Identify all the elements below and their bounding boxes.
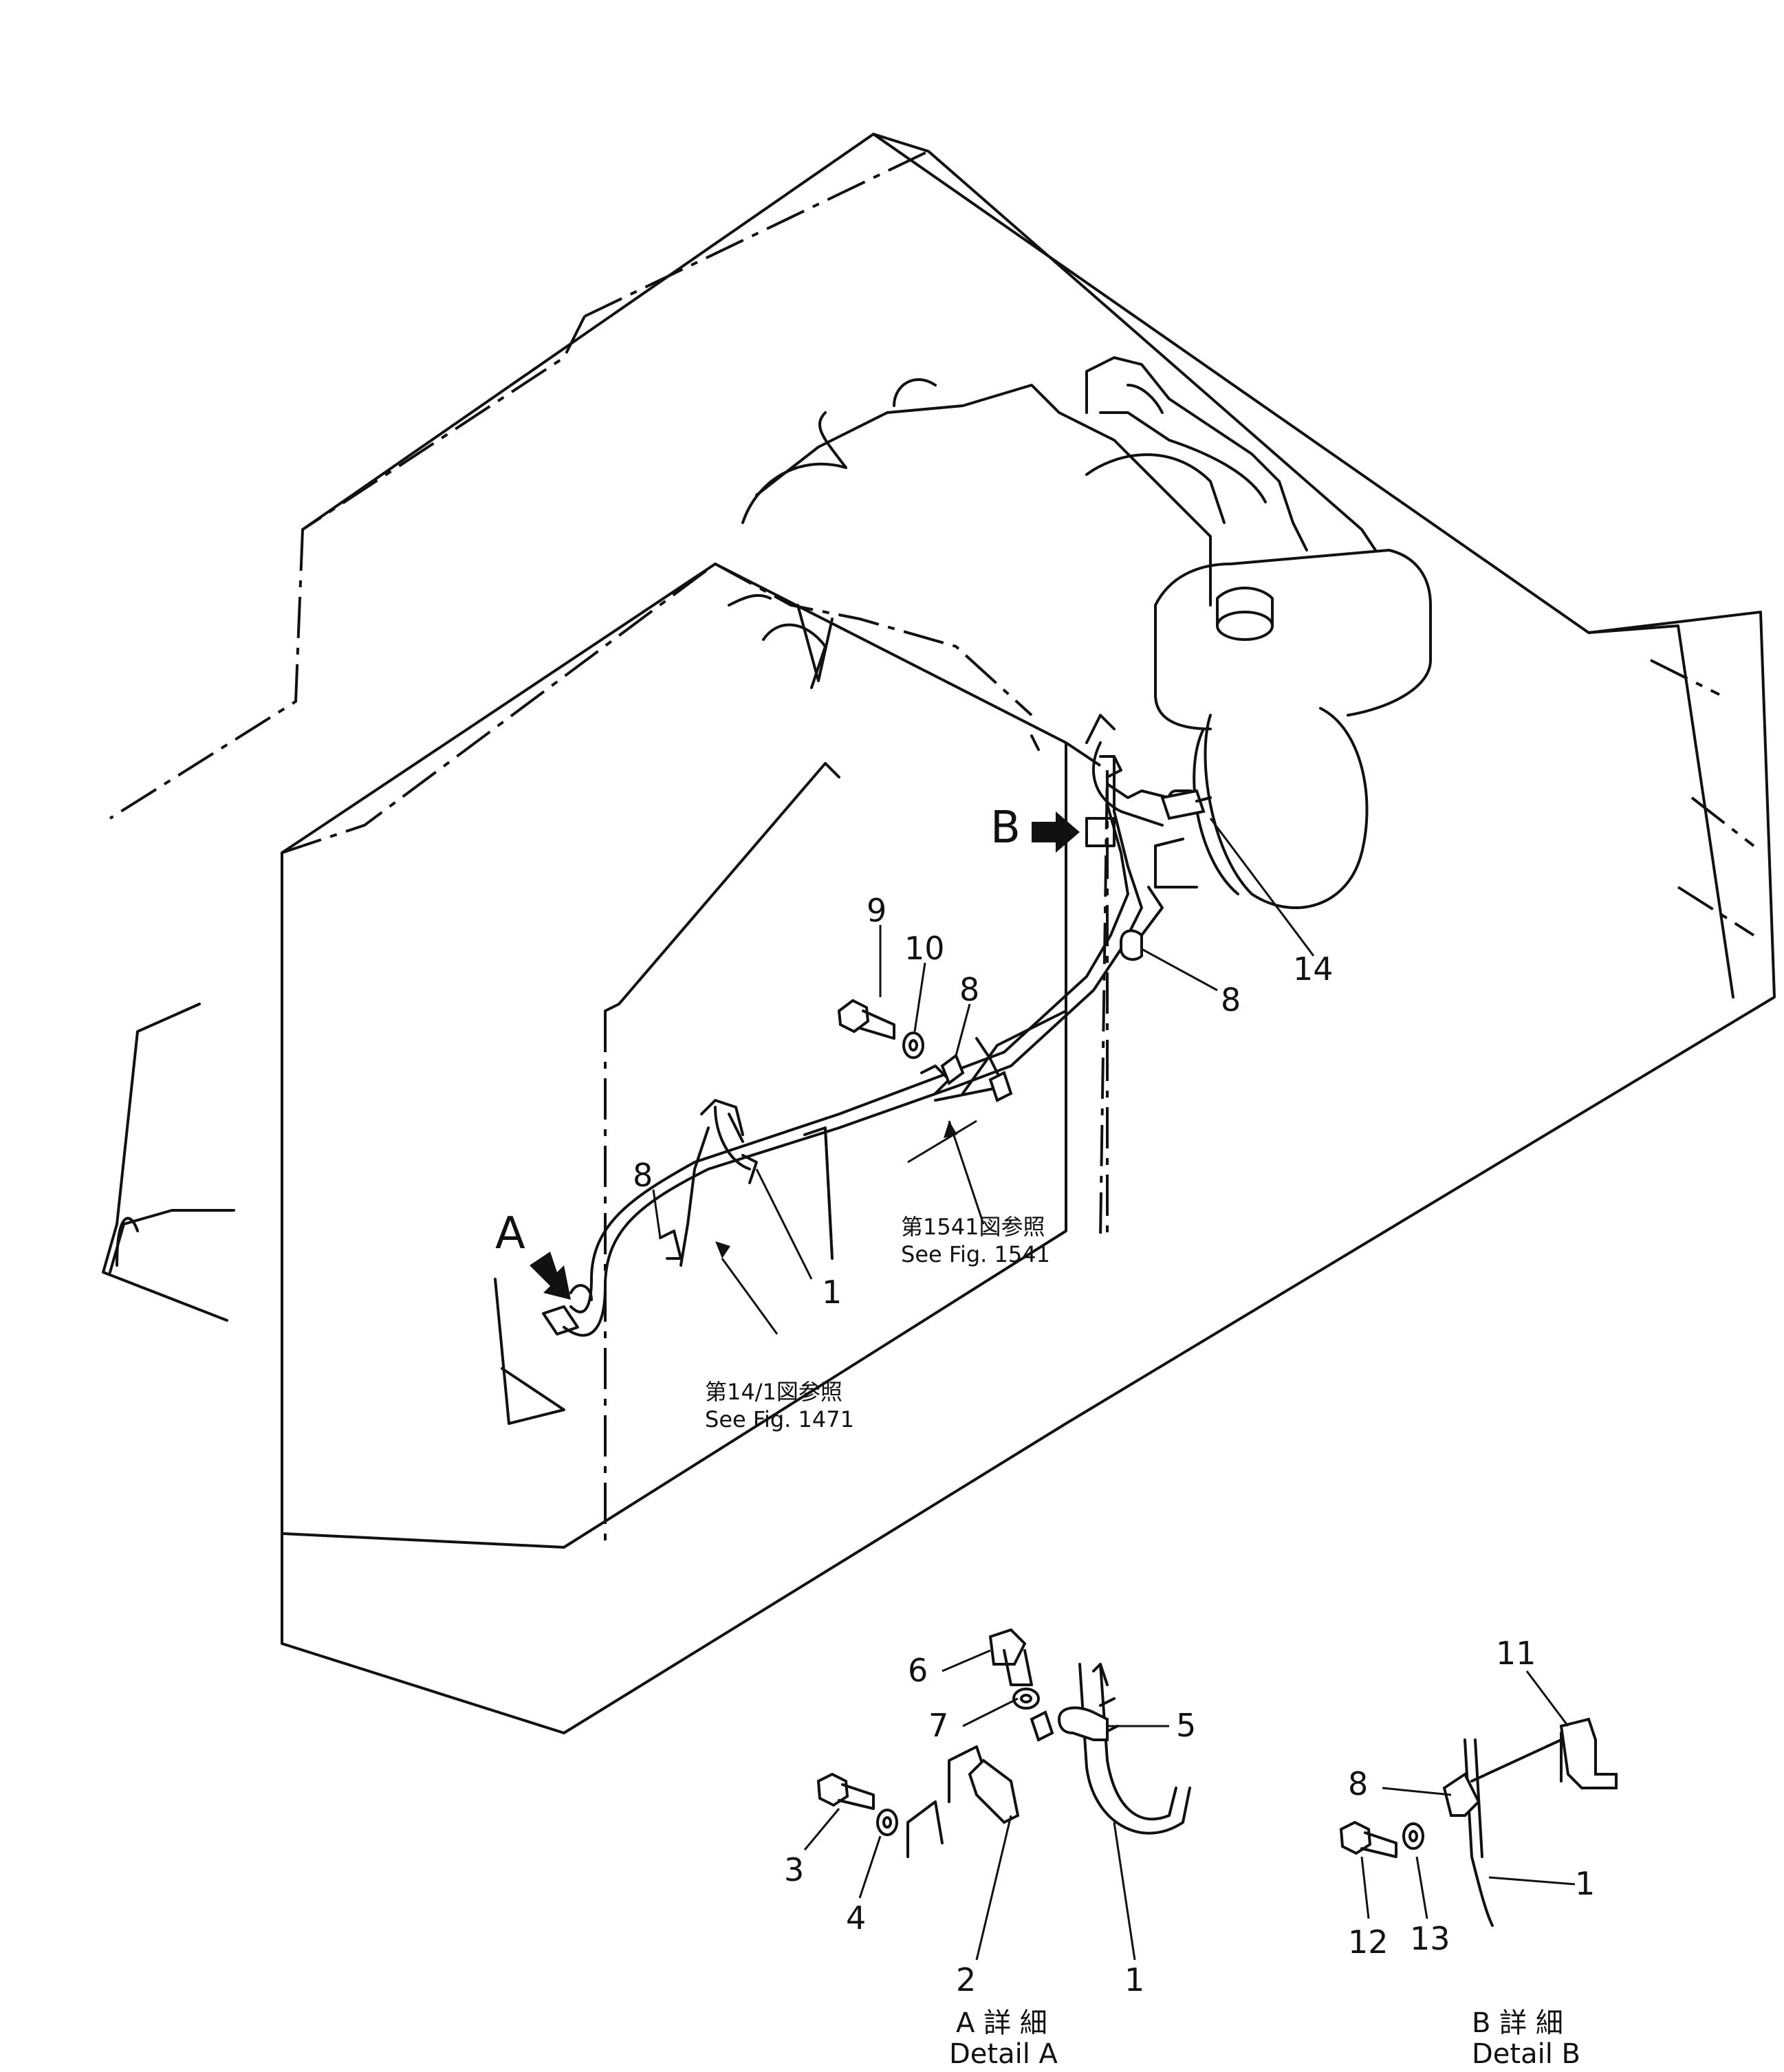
callout-8-detail-b: 8 [1348,1765,1368,1802]
callout-7: 7 [928,1707,948,1744]
wiring-harness [542,714,1198,1337]
clamp-8-right [1120,929,1143,961]
ref-fig-1471-en: See Fig. 1471 [705,1406,854,1432]
ref-fig-1541-en: See Fig. 1541 [901,1241,1050,1267]
detail-b-drawing [1339,1670,1618,1927]
callout-4: 4 [846,1899,866,1937]
washer-10 [902,1032,924,1059]
callout-14: 14 [1293,950,1334,988]
callout-8-left: 8 [633,1157,653,1194]
detail-b-caption-jp: B 詳 細 [1472,2007,1563,2039]
callout-11: 11 [1496,1635,1536,1672]
callout-3: 3 [784,1851,804,1888]
detail-a-caption-en: Detail A [949,2038,1058,2070]
air-cleaner [1154,549,1432,909]
callout-8-right: 8 [1221,981,1241,1018]
callout-b: B [990,803,1021,853]
detail-b-caption-en: Detail B [1472,2038,1580,2070]
leader-lines [652,818,1315,1335]
callout-12: 12 [1348,1923,1389,1961]
front-cabinet [281,563,1109,1549]
clamp-8-middle [940,1053,1013,1102]
callout-2: 2 [956,1961,976,1998]
detail-a-caption-jp: A 詳 細 [956,2007,1047,2039]
detail-a-drawing [803,1628,1191,1961]
callout-13: 13 [1410,1920,1450,1957]
callout-8-top: 8 [959,971,979,1008]
callout-1-detail-a: 1 [1124,1961,1144,1998]
arrow-a-icon [530,1252,571,1300]
callout-1-detail-b: 1 [1575,1865,1595,1902]
engine-block [715,356,1308,717]
callout-5: 5 [1176,1707,1196,1744]
callout-1-main: 1 [822,1274,842,1311]
callout-9: 9 [867,892,886,929]
ref-fig-1471-jp: 第14/1図参照 [705,1379,842,1405]
ref-fig-1541-jp: 第1541図参照 [901,1214,1045,1240]
bolt-9 [837,999,895,1040]
callout-6: 6 [908,1652,928,1689]
sensor-14 [1160,789,1212,820]
callout-10: 10 [904,930,945,967]
callout-a: A [495,1208,525,1259]
arrow-b-icon [1032,811,1080,853]
machine-body-outline [102,133,1776,1734]
